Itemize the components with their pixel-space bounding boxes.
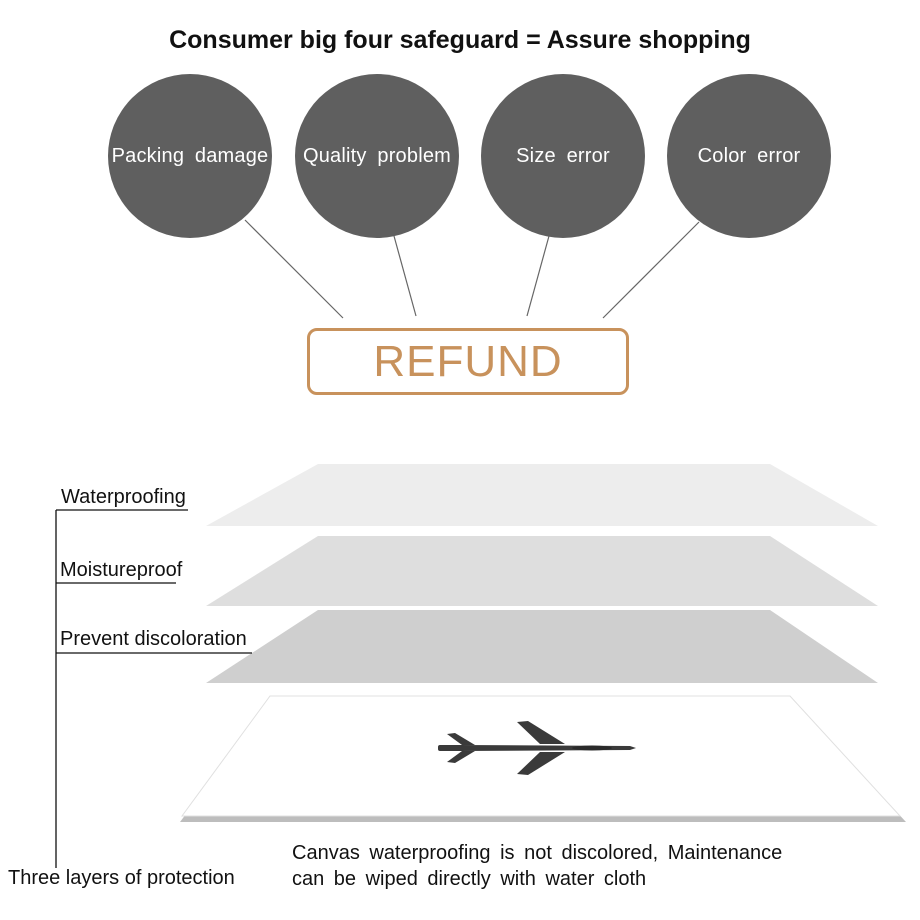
refund-box: REFUND	[307, 328, 629, 395]
safeguard-label: Size error	[516, 144, 610, 167]
canvas-caption: Canvas waterproofing is not discolored, …	[292, 840, 782, 892]
refund-label: REFUND	[373, 336, 563, 386]
safeguard-label: Quality problem	[302, 144, 452, 167]
connector-line	[526, 235, 550, 317]
layer-sheet-low	[206, 610, 878, 683]
layer-label-prevent-discoloration: Prevent discoloration	[60, 628, 247, 650]
layer-sheet-top	[206, 464, 878, 526]
safeguard-label: Color error	[697, 144, 801, 167]
layer-label-waterproofing: Waterproofing	[61, 486, 186, 508]
safeguard-circle-quality-problem: Quality problem	[295, 74, 459, 238]
layer-sheet-mid	[206, 536, 878, 606]
layers-group-label: Three layers of protection	[8, 867, 235, 889]
connector-line	[393, 235, 417, 317]
layer-label-moistureproof: Moistureproof	[60, 559, 183, 581]
safeguard-circle-packing-damage: Packing damage	[108, 74, 272, 238]
caption-line-2: can be wiped directly with water cloth	[292, 868, 647, 890]
connector-line	[602, 221, 700, 319]
airplane-icon	[438, 721, 636, 775]
page-title: Consumer big four safeguard = Assure sho…	[169, 26, 751, 54]
connector-line	[244, 219, 344, 319]
caption-line-1: Canvas waterproofing is not discolored, …	[292, 842, 783, 864]
safeguard-label: Packing damage	[111, 144, 269, 167]
safeguard-circle-size-error: Size error	[481, 74, 645, 238]
safeguard-circle-color-error: Color error	[667, 74, 831, 238]
